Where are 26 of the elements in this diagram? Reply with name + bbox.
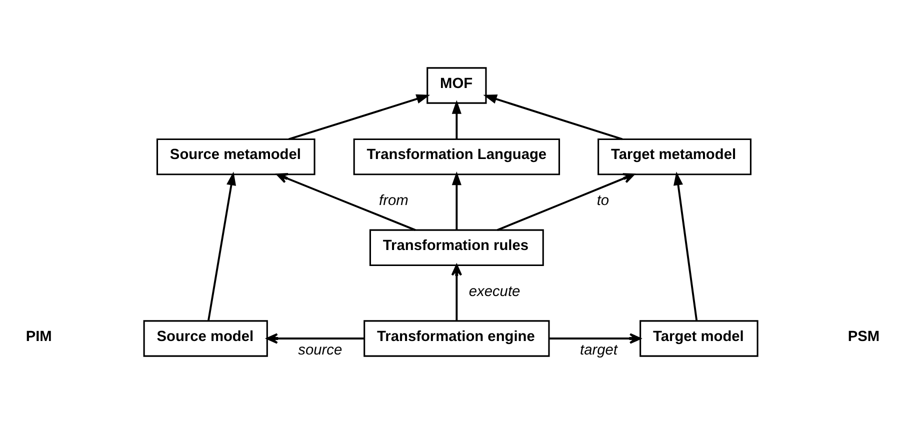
node-box: Target metamodel [598,138,752,176]
arrow [497,173,635,231]
edge-label: execute [468,284,520,300]
edge-label: source [298,342,342,359]
node-box: Target model [640,320,758,357]
edge-label: to [596,193,610,210]
arrow [266,333,364,344]
node-box: MOF [426,67,487,104]
arrow [483,94,623,140]
edge-label: from [379,193,408,210]
arrow [276,173,416,231]
edge-label: target [580,342,618,359]
label: PIM [26,328,52,345]
node-box: Source model [143,320,268,357]
arrow [208,172,236,321]
node-box: Transformation rules [369,229,544,266]
node-box: Transformation engine [364,320,550,357]
label: PSM [848,328,880,345]
node-box: Source metamodel [156,138,316,176]
arrow [288,94,430,140]
arrow [451,264,462,321]
arrow [452,171,462,230]
arrow [452,100,462,140]
arrow [549,333,641,344]
arrow [673,172,698,321]
node-box: Transformation Language [353,138,560,176]
